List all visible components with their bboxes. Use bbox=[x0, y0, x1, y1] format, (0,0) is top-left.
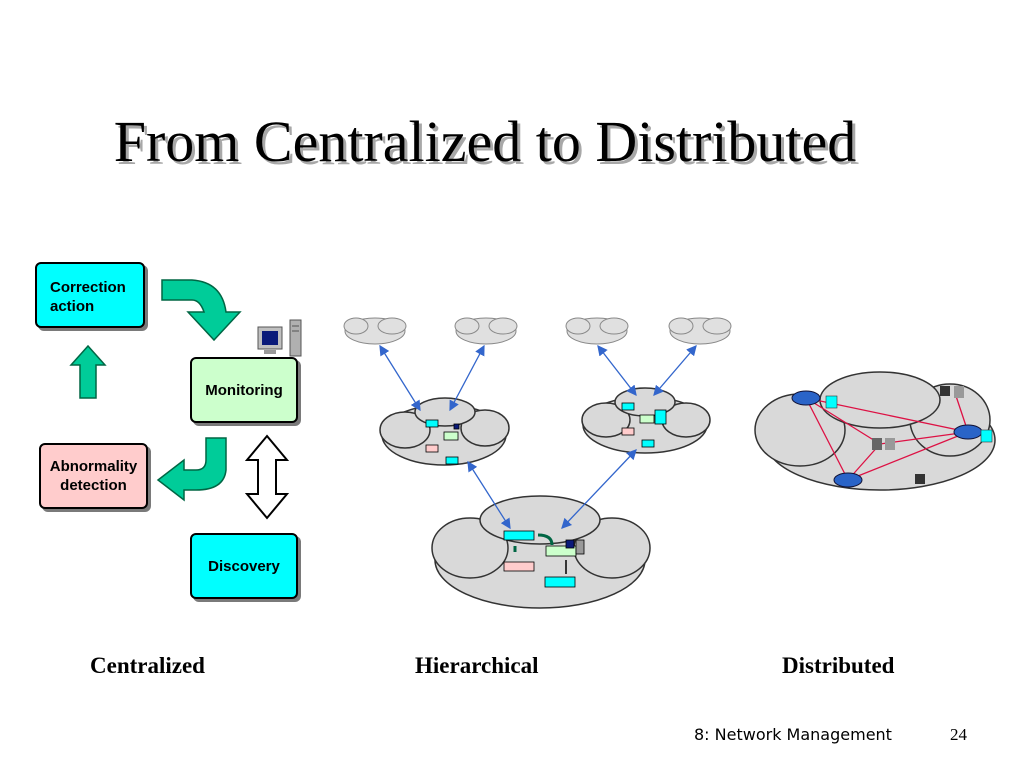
router-node-2 bbox=[953, 424, 993, 443]
discovery-label: Discovery bbox=[208, 557, 280, 575]
footer-text: 8: Network Management bbox=[694, 725, 892, 744]
manager-node-top-right bbox=[940, 386, 964, 398]
correction-action-box: Correction action bbox=[35, 262, 145, 328]
up-arrow bbox=[69, 344, 107, 399]
caption-distributed: Distributed bbox=[782, 653, 895, 678]
computer-icon bbox=[257, 319, 302, 357]
router-node-3 bbox=[833, 472, 863, 488]
top-cloud-2 bbox=[454, 317, 518, 345]
router-node-1 bbox=[791, 390, 838, 409]
top-cloud-4 bbox=[668, 317, 732, 345]
monitoring-label: Monitoring bbox=[205, 381, 283, 399]
mini-manager-right bbox=[621, 402, 667, 448]
caption-hierarchical: Hierarchical bbox=[415, 653, 539, 678]
correction-action-label: Correction action bbox=[50, 279, 126, 315]
bottom-cloud bbox=[431, 495, 651, 609]
abnormality-detection-box: Abnormality detection bbox=[39, 443, 148, 509]
mini-manager-bottom bbox=[503, 530, 585, 588]
caption-centralized: Centralized bbox=[90, 653, 205, 678]
double-arrow bbox=[244, 434, 290, 520]
top-cloud-3 bbox=[565, 317, 629, 345]
manager-node-center bbox=[872, 438, 895, 450]
monitoring-box: Monitoring bbox=[190, 357, 298, 423]
discovery-box: Discovery bbox=[190, 533, 298, 599]
manager-node-bottom-right bbox=[915, 474, 925, 484]
middle-cloud-left bbox=[379, 397, 510, 466]
curved-arrow-to-abnormality bbox=[156, 437, 227, 502]
curved-arrow-to-monitoring bbox=[161, 279, 242, 342]
abnormality-detection-label: Abnormality detection bbox=[49, 458, 138, 494]
page-number: 24 bbox=[950, 725, 967, 744]
top-cloud-1 bbox=[343, 317, 407, 345]
slide-title: From Centralized to Distributed bbox=[113, 109, 857, 174]
distributed-cloud bbox=[754, 371, 996, 491]
hierarchy-links bbox=[379, 344, 697, 530]
mini-manager-left bbox=[425, 419, 460, 465]
